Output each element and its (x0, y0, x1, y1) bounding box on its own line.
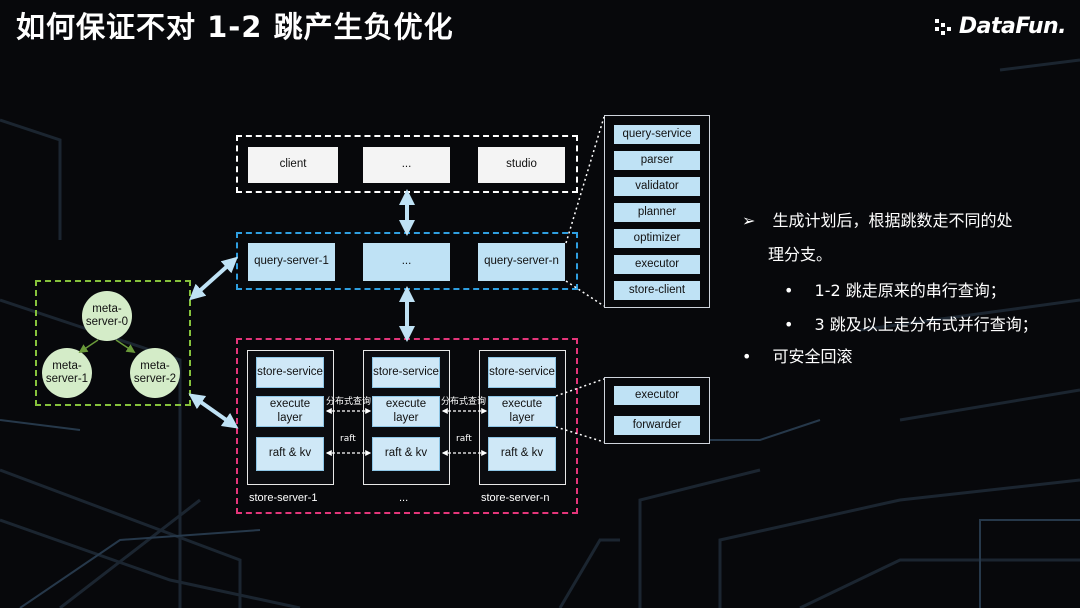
store-service-node: store-service (372, 357, 440, 388)
distributed-query-label: 分布式查询 (441, 397, 487, 407)
logo-text: DataFun. (958, 14, 1067, 39)
bullet-text: 生成计划后，根据跳数走不同的处 (772, 211, 1013, 230)
meta-server-1-node: meta-server-1 (42, 348, 92, 398)
bullet-item: • 3 跳及以上走分布式并行查询； (784, 311, 1038, 335)
raft-label: raft (456, 434, 472, 444)
query-server-1-node: query-server-1 (248, 243, 335, 281)
query-service-stack-item: parser (614, 151, 700, 170)
execute-layer-stack-item: executor (614, 386, 700, 405)
arrow-bullet-icon: ➢ (742, 211, 756, 230)
bullet-item: • 1-2 跳走原来的串行查询； (784, 277, 1006, 301)
client-node: client (248, 147, 338, 183)
query-server-n-node: query-server-n (478, 243, 565, 281)
query-service-stack-item: optimizer (614, 229, 700, 248)
bullet-item: ➢ 生成计划后，根据跳数走不同的处 (742, 207, 1013, 231)
slide-title: 如何保证不对 1-2 跳产生负优化 (16, 10, 454, 44)
distributed-query-label: 分布式查询 (326, 397, 372, 407)
bullet-text: 1-2 跳走原来的串行查询； (814, 281, 1006, 300)
execute-layer-node: execute layer (488, 396, 556, 427)
meta-server-0-node: meta-server-0 (82, 291, 132, 341)
execute-layer-stack-item: forwarder (614, 416, 700, 435)
store-service-node: store-service (488, 357, 556, 388)
store-service-node: store-service (256, 357, 324, 388)
studio-node: studio (478, 147, 565, 183)
dot-bullet-icon: • (784, 315, 794, 334)
raft-kv-node: raft & kv (372, 437, 440, 471)
query-service-stack-item: executor (614, 255, 700, 274)
bullet-text-continuation: 理分支。 (768, 245, 833, 264)
raft-kv-node: raft & kv (488, 437, 556, 471)
store-server-1-label: store-server-1 (249, 492, 318, 504)
execute-layer-node: execute layer (372, 396, 440, 427)
execute-layer-node: execute layer (256, 396, 324, 427)
raft-kv-node: raft & kv (256, 437, 324, 471)
query-service-stack-item: store-client (614, 281, 700, 300)
query-service-stack-item: query-service (614, 125, 700, 144)
meta-server-2-node: meta-server-2 (130, 348, 180, 398)
store-server-n-label: store-server-n (481, 492, 550, 504)
client-ellipsis-node: ... (363, 147, 450, 183)
datafun-logo: DataFun. (933, 14, 1067, 39)
raft-label: raft (340, 434, 356, 444)
query-server-ellipsis-node: ... (363, 243, 450, 281)
bullet-item: • 可安全回滚 (742, 343, 853, 367)
logo-mark-icon (934, 18, 951, 35)
query-service-stack-item: planner (614, 203, 700, 222)
dot-bullet-icon: • (742, 347, 752, 366)
dot-bullet-icon: • (784, 281, 794, 300)
bullet-text: 可安全回滚 (772, 347, 853, 366)
query-service-stack-item: validator (614, 177, 700, 196)
bullet-text: 3 跳及以上走分布式并行查询； (814, 315, 1038, 334)
store-server-ellipsis-label: ... (399, 492, 409, 504)
meta-server-group (35, 280, 191, 406)
